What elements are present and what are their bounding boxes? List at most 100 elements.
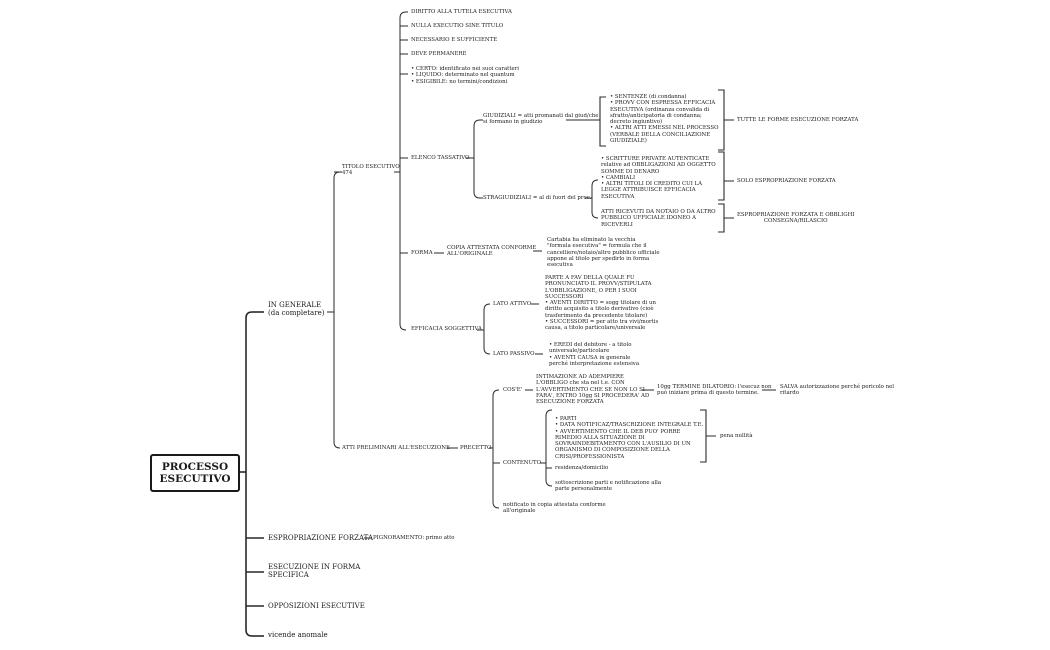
- stragiudiziali-list: • SCRITTURE PRIVATE AUTENTICATE relative…: [601, 156, 716, 200]
- node-lato-attivo[interactable]: LATO ATTIVO: [493, 301, 532, 307]
- stragiudiziali-item: • CAMBIALI: [601, 174, 636, 181]
- esecuzione-specifica-line1: ESECUZIONE IN FORMA: [268, 563, 361, 571]
- requisite-certo: • CERTO: identificato nei suoi caratteri: [411, 66, 520, 72]
- requisite-liquido: • LIQUIDO: determinato nel quantum: [411, 72, 515, 79]
- lato-attivo-item: PRONUNCIATO IL PROVV/STIPULATA: [545, 281, 652, 288]
- node-deve-permanere[interactable]: DEVE PERMANERE: [411, 51, 467, 57]
- node-cose[interactable]: COS'E': [503, 387, 523, 393]
- node-forma[interactable]: FORMA: [411, 250, 433, 256]
- node-cose-definizione[interactable]: INTIMAZIONE AD ADEMPIERE L'OBBLIGO che s…: [536, 374, 649, 405]
- stragiudiziali-item: SOMME DI DENARO: [601, 168, 660, 175]
- node-efficacia-soggettiva[interactable]: EFFICACIA SOGGETTIVA: [411, 326, 482, 332]
- espr-obblighi-line1: ESPROPRIAZIONE FORZATA E OBBLIGHI: [737, 212, 855, 218]
- cose-line: FARA', ENTRO 10gg SI PROCEDERA' AD: [536, 392, 650, 399]
- atti-notaio-line: PUBBLICO UFFICIALE IDONEO A: [601, 215, 697, 222]
- giudiziali-item: • ALTRI ATTI EMESSI NEL PROCESSO: [610, 125, 719, 132]
- node-elenco-tassativo[interactable]: ELENCO TASSATIVO: [411, 155, 470, 161]
- cose-line: ESECUZIONE FORZATA: [536, 399, 604, 406]
- node-contenuto[interactable]: CONTENUTO: [503, 460, 542, 466]
- lato-attivo-item: diritto acquisito a titolo derivativo (c…: [545, 306, 654, 313]
- contenuto-item: • DATA NOTIFICAZ/TRASCRIZIONE INTEGRALE …: [555, 422, 704, 429]
- root-node-processo-esecutivo[interactable]: PROCESSO ESECUTIVO: [150, 454, 240, 492]
- contenuto-item: ORGANISMO DI COMPOSIZIONE DELLA: [555, 447, 670, 454]
- lato-attivo-item: causa, a titolo particolare/universale: [545, 325, 646, 332]
- giudiziali-line2: si formano in giudizio: [483, 119, 543, 126]
- sottoscrizione-line1: sottoscrizione parti e notificazione all…: [555, 480, 662, 486]
- node-diritto-tutela[interactable]: DIRITTO ALLA TUTELA ESECUTIVA: [411, 9, 512, 15]
- node-sottoscrizione[interactable]: sottoscrizione parti e notificazione all…: [555, 480, 661, 493]
- node-opposizioni-esecutive[interactable]: OPPOSIZIONI ESECUTIVE: [268, 602, 365, 610]
- node-in-generale[interactable]: IN GENERALE (da completare): [268, 301, 324, 317]
- node-notificato[interactable]: notificato in copia attestata conforme a…: [503, 502, 606, 515]
- cartabia-line: Cartabia ha eliminato la vecchia: [547, 237, 636, 243]
- node-atti-preliminari[interactable]: ATTI PRELIMINARI ALL'ESECUZIONE: [342, 445, 450, 451]
- node-copia-attestata[interactable]: COPIA ATTESTATA CONFORME ALL'ORIGINALE: [447, 245, 536, 258]
- lato-attivo-item: L'OBBLIGAZIONE, O PER I SUOI: [545, 287, 637, 294]
- lato-attivo-item: • AVENTI DIRITTO = sogg titolare di un: [545, 300, 656, 307]
- node-stragiudiziali[interactable]: STRAGIUDIZIALI = al di fuori del proc.: [483, 195, 592, 201]
- node-pena-nullita[interactable]: pena nullità: [720, 433, 753, 439]
- node-solo-espropriazione[interactable]: SOLO ESPROPRIAZIONE FORZATA: [737, 178, 836, 184]
- cose-line: L'AVVERTIMENTO CHE SE NON LO SI: [536, 386, 645, 393]
- giudiziali-item: GIUDIZIALE): [610, 138, 647, 145]
- contenuto-item: CRISI/PROFESSIONISTA: [555, 453, 625, 460]
- node-atti-notaio[interactable]: ATTI RICEVUTI DA NOTAIO O DA ALTRO PUBBL…: [601, 209, 716, 228]
- salva-line2: ritardo: [780, 390, 799, 397]
- cartabia-line: cancelliere/notaio/altro pubblico uffici…: [547, 249, 660, 256]
- node-tutte-le-forme[interactable]: TUTTE LE FORME ESECUZIONE FORZATA: [737, 117, 859, 123]
- giudiziali-item: sfratto/anticipatoria di condanna;: [610, 112, 702, 119]
- node-lato-passivo[interactable]: LATO PASSIVO: [493, 351, 535, 357]
- sottoscrizione-line2: parte personalmente: [555, 486, 613, 493]
- node-pignoramento[interactable]: PIGNORAMENTO: primo atto: [373, 535, 455, 541]
- giudiziali-item: (VERBALE DELLA CONCILIAZIONE: [610, 131, 711, 138]
- node-espropriazione-obblighi[interactable]: ESPROPRIAZIONE FORZATA E OBBLIGHI CONSEG…: [737, 212, 854, 225]
- node-salva-autorizzazione[interactable]: SALVA autorizzazione perché pericolo nel…: [780, 384, 894, 397]
- cose-line: INTIMAZIONE AD ADEMPIERE: [536, 374, 624, 380]
- contenuto-list: • PARTI • DATA NOTIFICAZ/TRASCRIZIONE IN…: [555, 416, 703, 460]
- salva-line1: SALVA autorizzazione perché pericolo nel: [780, 384, 895, 390]
- node-requisiti-titolo[interactable]: • CERTO: identificato nei suoi caratteri…: [411, 66, 519, 85]
- stragiudiziali-item: LEGGE ATTRIBUISCE EFFICACIA: [601, 187, 696, 194]
- contenuto-item: • AVVERTIMENTO CHE IL DEB PUO' PORRE: [555, 428, 681, 435]
- copia-line2: ALL'ORIGINALE: [447, 251, 493, 258]
- contenuto-item: • PARTI: [555, 416, 577, 422]
- node-giudiziali[interactable]: GIUDIZIALI = atti promanati dal giud/che…: [483, 113, 598, 126]
- titolo-esecutivo-line1: TITOLO ESECUTIVO: [342, 164, 400, 170]
- in-generale-line2: (da completare): [268, 309, 325, 317]
- lato-attivo-list: PARTE A FAV DELLA QUALE FU PRONUNCIATO I…: [545, 275, 658, 332]
- lato-attivo-item: trasferimento da precedente titolare): [545, 312, 648, 319]
- node-cartabia-note[interactable]: Cartabia ha eliminato la vecchia "formul…: [547, 237, 660, 268]
- node-necessario-sufficiente[interactable]: NECESSARIO E SUFFICIENTE: [411, 37, 498, 43]
- notificato-line2: all'originale: [503, 508, 536, 515]
- node-nulla-executio[interactable]: NULLA EXECUTIO SINE TITULO: [411, 23, 504, 29]
- stragiudiziali-item: ESECUTIVA: [601, 193, 635, 200]
- contenuto-item: RIMEDIO ALLA SITUAZIONE DI: [555, 434, 645, 441]
- termine-line1: 10gg TERMINE DILATORIO: l'esecuz non: [657, 384, 772, 390]
- giudiziali-item: • PROVV CON ESPRESSA EFFICACIA: [610, 100, 716, 107]
- stragiudiziali-item: relative ad OBBLIGAZIONI AD OGGETTO: [601, 162, 716, 169]
- copia-line1: COPIA ATTESTATA CONFORME: [447, 245, 537, 251]
- node-espropriazione-forzata[interactable]: ESPROPRIAZIONE FORZATA: [268, 534, 373, 542]
- node-termine-dilatorio[interactable]: 10gg TERMINE DILATORIO: l'esecuz non può…: [657, 384, 771, 397]
- giudiziali-list: • SENTENZE (di condanna) • PROVV CON ESP…: [610, 94, 719, 144]
- node-precetto[interactable]: PRECETTO: [460, 445, 492, 451]
- stragiudiziali-item: • SCRITTURE PRIVATE AUTENTICATE: [601, 156, 710, 162]
- node-vicende-anomale[interactable]: vicende anomale: [268, 631, 328, 639]
- root-title-line2: ESECUTIVO: [159, 473, 231, 485]
- lato-passivo-item: • EREDI del debitore - a titolo: [549, 342, 632, 348]
- giudiziali-item: decreto ingiuntivo): [610, 119, 663, 126]
- node-esecuzione-forma-specifica[interactable]: ESECUZIONE IN FORMA SPECIFICA: [268, 563, 360, 579]
- cose-line: L'OBBLIGO che sta nel t.e. CON: [536, 380, 625, 387]
- atti-notaio-line: ATTI RICEVUTI DA NOTAIO O DA ALTRO: [601, 209, 716, 215]
- giudiziali-item: • SENTENZE (di condanna): [610, 94, 687, 100]
- node-titolo-esecutivo[interactable]: TITOLO ESECUTIVO 474: [342, 164, 400, 177]
- titolo-esecutivo-line2: 474: [342, 170, 353, 177]
- esecuzione-specifica-line2: SPECIFICA: [268, 571, 309, 579]
- cartabia-line: "formula esecutiva" = formula che il: [547, 243, 647, 250]
- contenuto-item: SOVRAINDEBITAMENTO CON L'AUSILIO DI UN: [555, 441, 691, 448]
- node-residenza-domicilio[interactable]: residenza/domicilio: [555, 465, 609, 471]
- cartabia-line: esecutiva: [547, 262, 573, 269]
- giudiziali-item: ESECUTIVA (ordinanza convalida di: [610, 106, 710, 113]
